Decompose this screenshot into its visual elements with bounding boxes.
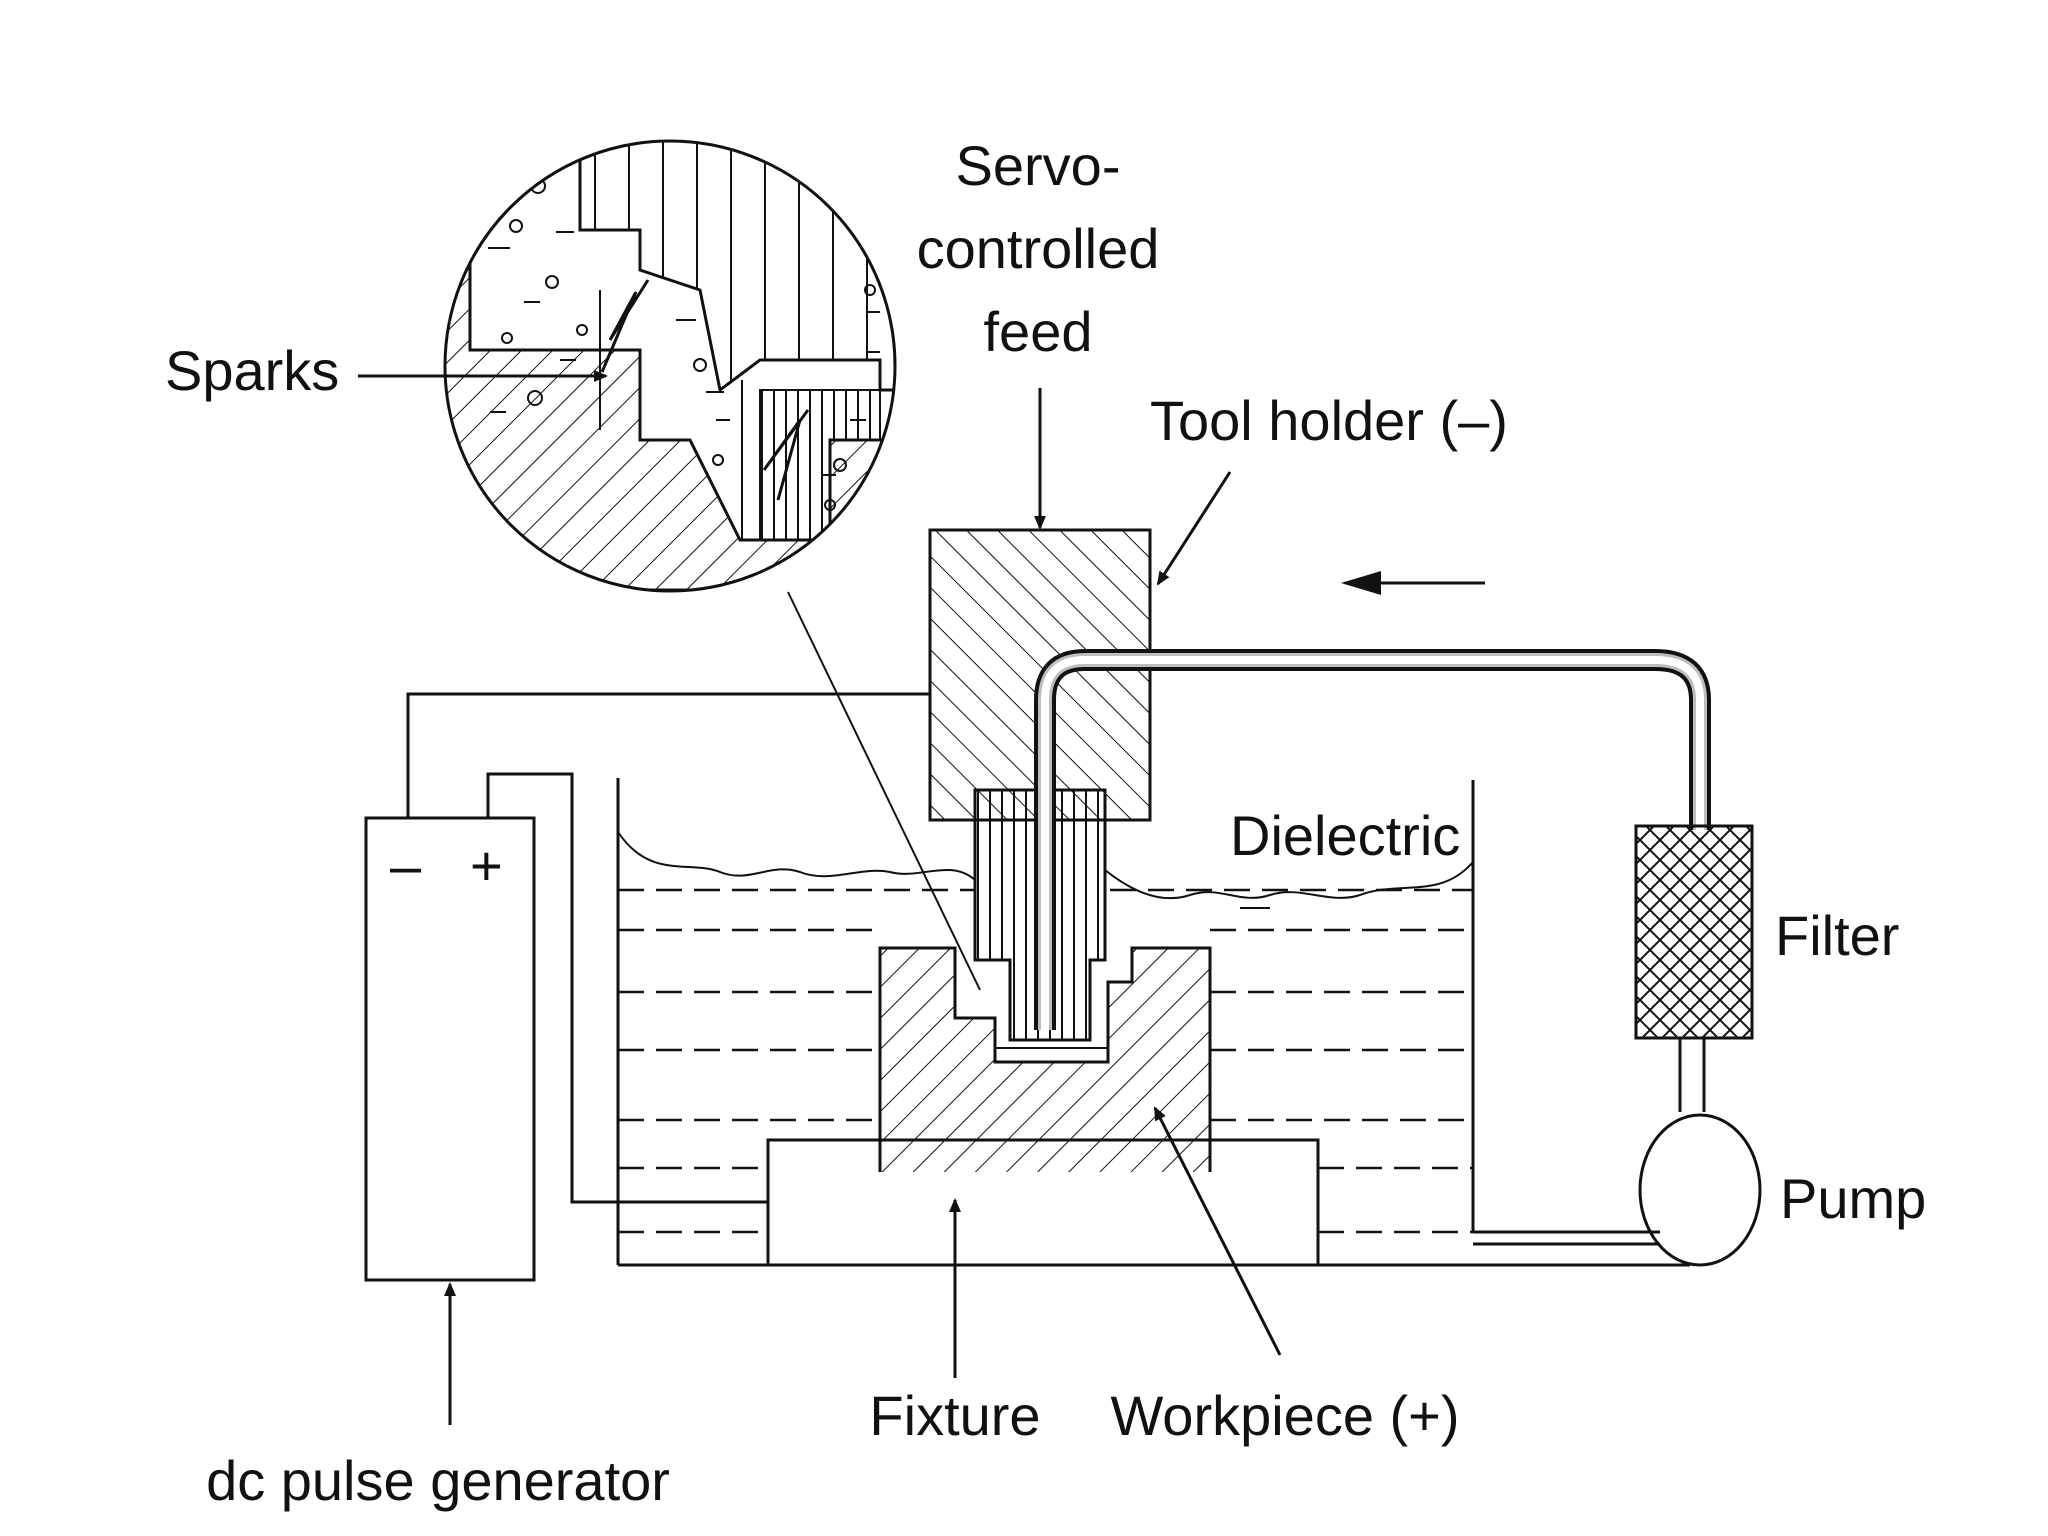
inset-circle-border [443,139,897,593]
spark-1 [600,279,650,373]
pump-label: Pump [1780,1167,1926,1230]
filter [1634,824,1754,1040]
dc-pulse-generator [364,816,536,1282]
sparks-label: Sparks [165,339,339,402]
workpiece-leader [1153,1106,1282,1356]
negative-wire [406,692,930,818]
servo-label-line1: Servo- [956,134,1121,197]
filter-label: Filter [1775,904,1899,967]
spark-2 [762,409,810,501]
dielectric-label: Dielectric [1230,804,1460,867]
positive-wire [486,772,768,1204]
minus-terminal-label: – [390,834,422,897]
dielectric-surface [617,831,1474,900]
inset-leader [787,591,981,991]
magnified-inset [443,139,897,593]
inset-debris [488,178,880,511]
dc-pulse-generator-label: dc pulse generator [206,1449,670,1512]
fixture-label: Fixture [869,1384,1040,1447]
tool-holder-leader [1156,471,1232,586]
inset-tool [578,141,895,393]
tool-holder-label: Tool holder (–) [1150,389,1508,452]
pump [1638,1113,1762,1267]
servo-label-line3: feed [984,300,1093,363]
workpiece-label: Workpiece (+) [1110,1384,1459,1447]
servo-label-line2: controlled [917,217,1160,280]
plus-terminal-label: + [470,834,503,897]
inset-workpiece [445,141,895,591]
